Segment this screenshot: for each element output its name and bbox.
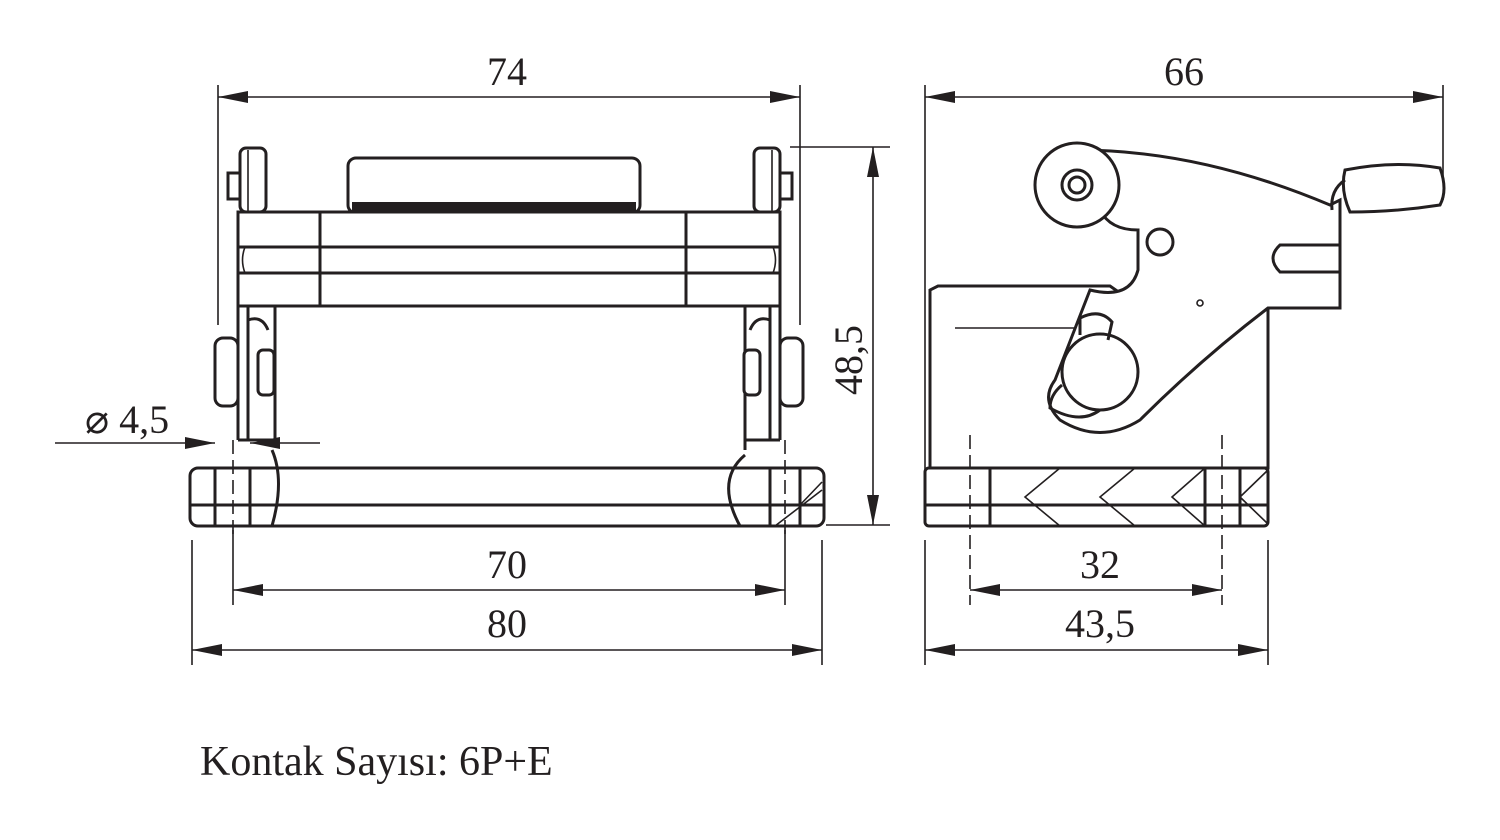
dim-height: 48,5	[826, 325, 871, 395]
dim-side-hole-spacing: 32	[1080, 542, 1120, 587]
dim-side-base-length: 43,5	[1065, 601, 1135, 646]
dim-hole-spacing: 70	[487, 542, 527, 587]
dim-front-width: 74	[487, 49, 527, 94]
dim-side-width: 66	[1164, 49, 1204, 94]
front-view: 74 ⌀ 4,5 48,5	[55, 49, 890, 665]
side-view: 66 32 43,5	[923, 49, 1446, 665]
dim-hole-diameter: ⌀ 4,5	[85, 397, 169, 442]
housing-body	[236, 210, 782, 308]
dim-base-length: 80	[487, 601, 527, 646]
contact-count-caption: Kontak Sayısı: 6P+E	[200, 739, 553, 785]
base-plate	[188, 466, 826, 528]
lever-grip	[1341, 162, 1446, 214]
